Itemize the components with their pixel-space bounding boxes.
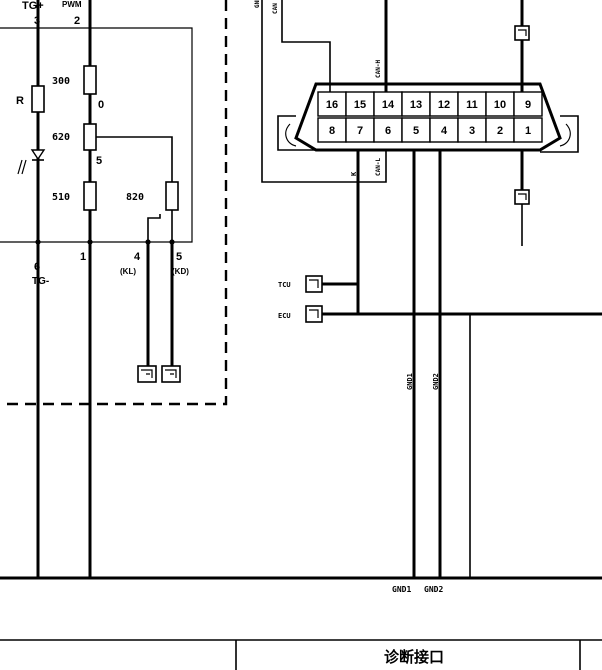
terminal-ecu bbox=[305, 305, 323, 323]
title-text: 诊断接口 bbox=[384, 648, 444, 666]
connector-top-row: 16 15 14 13 12 11 10 9 bbox=[317, 91, 543, 117]
wire-pin16 bbox=[281, 0, 331, 92]
connector-pin-top-label: 14 bbox=[382, 99, 395, 111]
led-symbol bbox=[30, 149, 46, 161]
resistor-300 bbox=[83, 65, 97, 95]
connector-pin-bottom-label: 8 bbox=[329, 125, 335, 137]
value-620: 620 bbox=[52, 132, 70, 143]
label-gnd1: GND1 bbox=[392, 585, 411, 594]
connector-pin-top-cell bbox=[485, 91, 515, 117]
pin-4: 4 bbox=[134, 251, 141, 263]
connector-pin-bottom-label: 7 bbox=[357, 125, 363, 137]
led-light-arrows bbox=[17, 159, 27, 175]
label-kd: (KD) bbox=[172, 267, 189, 276]
wire-kl-junction bbox=[147, 214, 161, 242]
svg-text:GND: GND bbox=[254, 0, 261, 8]
wire-tap-820 bbox=[96, 136, 173, 182]
wire-left-wrap bbox=[261, 0, 387, 183]
resistor-r bbox=[31, 85, 45, 113]
connector-pin-bottom-label: 5 bbox=[413, 125, 419, 137]
terminal-pin1 bbox=[514, 189, 530, 205]
connector-pin-bottom-cell bbox=[345, 117, 375, 143]
connector-pin-bottom-cell bbox=[373, 117, 403, 143]
pin-1: 1 bbox=[80, 251, 86, 263]
svg-text:GND1: GND1 bbox=[406, 373, 414, 390]
terminal-tcu bbox=[305, 275, 323, 293]
connector-pin-bottom-cell bbox=[485, 117, 515, 143]
svg-text:CAN-L: CAN-L bbox=[375, 158, 382, 176]
connector-pin-top-label: 12 bbox=[438, 99, 450, 111]
value-510: 510 bbox=[52, 192, 70, 203]
connector-pin-bottom-cell bbox=[429, 117, 459, 143]
pin-5: 5 bbox=[176, 251, 182, 263]
connector-pin-top-label: 9 bbox=[525, 99, 531, 111]
connector-pin-bottom-cell bbox=[401, 117, 431, 143]
connector-bottom-row: 8 7 6 5 4 3 2 1 bbox=[317, 117, 543, 143]
left-block-frame bbox=[0, 27, 193, 243]
label-kl: (KL) bbox=[120, 267, 136, 276]
module-boundary-dashed bbox=[0, 0, 228, 406]
svg-text:K: K bbox=[350, 171, 358, 176]
digit-5: 5 bbox=[96, 155, 102, 167]
resistor-820 bbox=[165, 181, 179, 211]
label-tg-minus: TG- bbox=[32, 276, 49, 287]
svg-text:CAN: CAN bbox=[272, 3, 279, 14]
resistor-620 bbox=[83, 123, 97, 151]
connector-pin-bottom-label: 3 bbox=[469, 125, 475, 137]
label-r: R bbox=[16, 95, 24, 107]
digit-0: 0 bbox=[98, 99, 104, 111]
connector-pin-bottom-label: 2 bbox=[497, 125, 503, 137]
label-pwm: PWM bbox=[62, 0, 82, 9]
terminal-top-right bbox=[514, 25, 530, 41]
connector-pin-top-label: 10 bbox=[494, 99, 506, 111]
connector-pin-top-label: 11 bbox=[466, 99, 478, 111]
svg-text:CAN-H: CAN-H bbox=[375, 60, 382, 78]
connector-pin-top-label: 15 bbox=[354, 99, 366, 111]
pin-6: 6 bbox=[34, 261, 40, 273]
svg-text:GND2: GND2 bbox=[432, 373, 440, 390]
obd-connector: 16 15 14 13 12 11 10 9 8 7 6 5 4 3 2 1 bbox=[277, 82, 579, 153]
label-gnd2: GND2 bbox=[424, 585, 443, 594]
label-tcu: TCU bbox=[278, 281, 291, 289]
connector-pin-top-cell bbox=[513, 91, 543, 117]
pin-2: 2 bbox=[74, 15, 80, 27]
connector-pin-bottom-label: 1 bbox=[525, 125, 531, 137]
value-300: 300 bbox=[52, 76, 70, 87]
value-820: 820 bbox=[126, 192, 144, 203]
connector-pin-top-label: 13 bbox=[410, 99, 422, 111]
label-tg-plus: TG+ bbox=[22, 0, 44, 12]
resistor-510 bbox=[83, 181, 97, 211]
connector-pin-bottom-label: 4 bbox=[441, 125, 448, 137]
connector-pin-bottom-cell bbox=[513, 117, 543, 143]
connector-pin-top-label: 16 bbox=[326, 99, 338, 111]
connector-pin-bottom-label: 6 bbox=[385, 125, 391, 137]
label-ecu: ECU bbox=[278, 312, 291, 320]
